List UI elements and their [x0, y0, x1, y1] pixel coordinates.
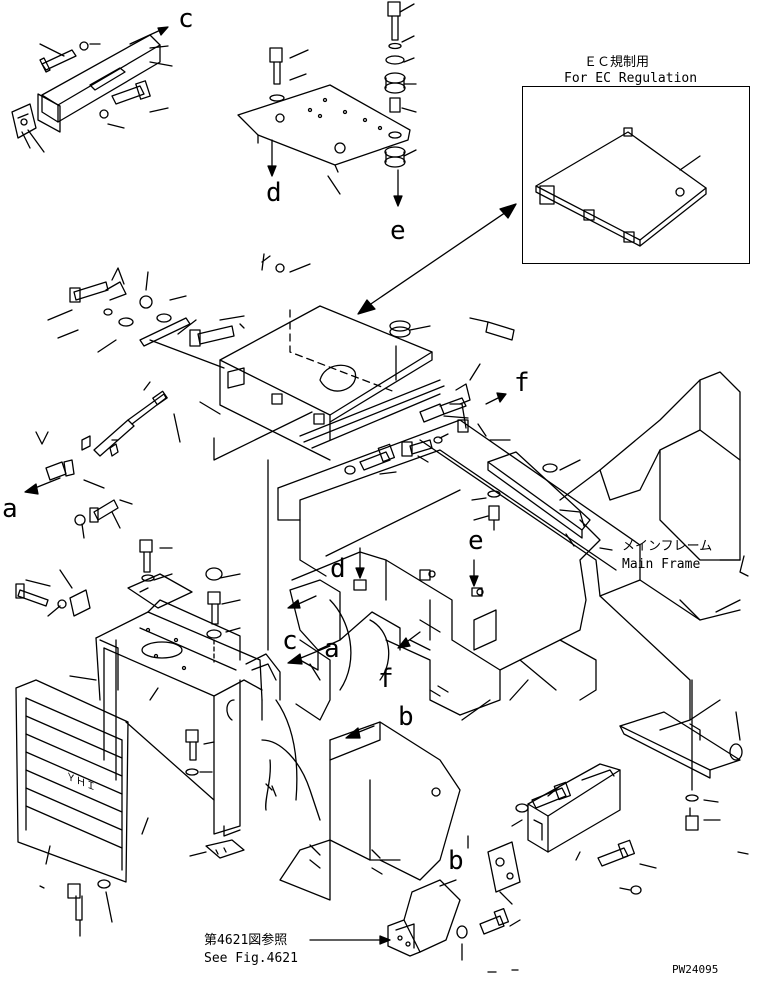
reference-arrows-mid [287, 595, 421, 739]
see-fig-en: See Fig.4621 [204, 951, 298, 966]
see-fig-jp: 第4621図参照 [204, 933, 288, 948]
label-b-mid: b [398, 702, 414, 732]
label-a-left: a [2, 494, 18, 524]
label-d-top: d [266, 178, 282, 208]
ec-regulation-en: For EC Regulation [564, 71, 698, 86]
label-c-mid: c [282, 626, 298, 656]
label-f-mid: f [378, 664, 394, 694]
top-left-bracket [11, 26, 173, 153]
radiator-assembly [15, 539, 331, 937]
frame-bracket-right [355, 451, 591, 587]
linkage-cross-lines [149, 339, 313, 651]
label-a-mid: a [324, 634, 340, 664]
ec-regulation-jp: ＥＣ規制用 [584, 55, 650, 70]
main-frame-leader [599, 547, 613, 551]
label-e-top: e [390, 216, 406, 246]
access-cover [219, 253, 515, 461]
label-e-mid: e [468, 526, 484, 556]
reference-arrow [357, 203, 517, 315]
label-b-low: b [448, 846, 464, 876]
main-frame-en: Main Frame [622, 557, 701, 572]
left-linkage [24, 267, 245, 539]
cover-plate-top [237, 1, 417, 207]
main-frame-jp: メインフレーム [622, 539, 713, 554]
label-d-mid: d [330, 554, 346, 584]
ec-regulation-box [522, 86, 750, 264]
label-f-right: f [514, 368, 530, 398]
rear-bracket-lower [309, 679, 749, 973]
label-c-top: c [178, 4, 194, 34]
drawing-number: PW24095 [672, 963, 719, 976]
main-frame [277, 371, 749, 901]
ec-regulation-panel [535, 127, 707, 247]
hinge-f-linkage [344, 363, 511, 475]
